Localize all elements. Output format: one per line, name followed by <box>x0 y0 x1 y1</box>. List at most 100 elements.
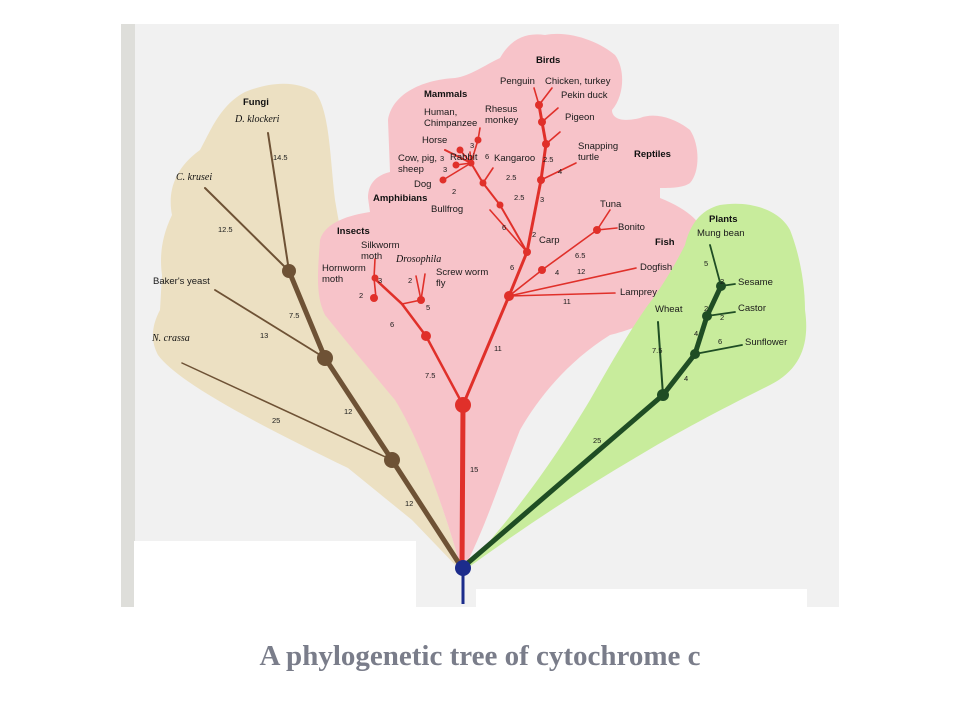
plant-mung-bean-branch <box>709 244 722 287</box>
cow-node <box>452 161 460 169</box>
label-sesame: Sesame <box>738 277 773 288</box>
fish-dogfish-branch <box>508 267 637 297</box>
duck-node <box>538 118 546 126</box>
vert-num-15: 15 <box>470 465 478 474</box>
fungi-num-14-5: 14.5 <box>273 153 288 162</box>
root-node <box>455 560 471 576</box>
group-label-fish: Fish <box>655 237 675 248</box>
fungi-node-1 <box>282 264 296 278</box>
group-label-insects: Insects <box>337 226 370 237</box>
label-rabbit: Rabbit <box>450 152 478 163</box>
vert-num-6a: 6 <box>485 152 489 161</box>
label-d-klockeri: D. klockeri <box>234 114 280 125</box>
vert-num-2-5b: 2.5 <box>506 173 516 182</box>
plant-num-25: 25 <box>593 436 601 445</box>
label-rhesus-2: monkey <box>485 115 519 126</box>
label-tuna: Tuna <box>600 199 622 210</box>
label-pigeon: Pigeon <box>565 112 595 123</box>
carp-node <box>523 248 531 256</box>
label-penguin: Penguin <box>500 76 535 87</box>
plant-node-1 <box>657 389 669 401</box>
animal-insect-trunk <box>372 276 465 407</box>
fungi-d-klockeri-branch <box>267 132 290 272</box>
plant-num-4a: 4 <box>694 329 698 338</box>
label-bakers-yeast: Baker's yeast <box>153 276 210 287</box>
group-label-amphibians: Amphibians <box>373 193 427 204</box>
group-label-reptiles: Reptiles <box>634 149 671 160</box>
label-snapping: Snapping <box>578 141 618 152</box>
placental-node <box>467 159 475 167</box>
vert-num-3c: 3 <box>540 195 544 204</box>
plant-num-6: 6 <box>718 337 722 346</box>
label-human-2: Chimpanzee <box>424 118 477 129</box>
label-chicken-turkey: Chicken, turkey <box>545 76 611 87</box>
fungi-num-12-5: 12.5 <box>218 225 233 234</box>
label-bullfrog: Bullfrog <box>431 204 463 215</box>
plant-sunflower-branch <box>694 344 743 355</box>
fungi-bakers-yeast-branch <box>214 289 326 359</box>
mask-right <box>476 589 807 607</box>
label-c-krusei: C. krusei <box>176 172 212 183</box>
fish-node <box>538 266 546 274</box>
label-sunflower: Sunflower <box>745 337 787 348</box>
label-bonito: Bonito <box>618 222 645 233</box>
label-wheat: Wheat <box>655 304 683 315</box>
group-label-birds: Birds <box>536 55 560 66</box>
vertebrate-node <box>504 291 514 301</box>
plant-region <box>462 203 807 572</box>
plant-num-4b: 4 <box>684 374 688 383</box>
fungi-num-25: 25 <box>272 416 280 425</box>
kangaroo-node <box>479 179 487 187</box>
label-hornworm: Hornworm <box>322 263 366 274</box>
horse-node <box>456 146 464 154</box>
insect-node-1 <box>421 331 431 341</box>
pigeon-node <box>542 140 550 148</box>
fungi-node-2 <box>317 350 333 366</box>
insect-num-5: 5 <box>426 303 430 312</box>
vert-num-2-5c: 2.5 <box>514 193 524 202</box>
fungi-n-crassa-branch <box>181 362 393 461</box>
vert-num-11a: 11 <box>563 297 571 306</box>
label-human: Human, <box>424 107 457 118</box>
fungi-trunk <box>286 268 465 571</box>
label-dogfish: Dogfish <box>640 262 672 273</box>
label-n-crassa: N. crassa <box>151 333 190 344</box>
animal-region <box>317 33 705 572</box>
vert-num-2-5a: 2.5 <box>543 155 553 164</box>
plant-num-2a: 2 <box>720 277 724 286</box>
insect-num-2a: 2 <box>359 291 363 300</box>
insect-num-7-5: 7.5 <box>425 371 435 380</box>
vert-num-4b: 4 <box>555 268 559 277</box>
group-label-fungi: Fungi <box>243 97 269 108</box>
vert-num-6b: 6 <box>502 223 506 232</box>
fungi-node-3 <box>384 452 400 468</box>
label-screw-worm: Screw worm <box>436 267 488 278</box>
label-kangaroo: Kangaroo <box>494 153 535 164</box>
amphibian-bullfrog-branch <box>489 209 528 253</box>
fish-lamprey-branch <box>508 292 616 297</box>
vert-num-12: 12 <box>577 267 585 276</box>
label-carp: Carp <box>539 235 560 246</box>
label-castor: Castor <box>738 303 766 314</box>
label-mung-bean: Mung bean <box>697 228 745 239</box>
fungi-num-12a: 12 <box>344 407 352 416</box>
fungi-nodes <box>282 264 400 468</box>
vert-num-6c: 6 <box>510 263 514 272</box>
vert-num-3c-dup: 3 <box>443 165 447 174</box>
fish-carp-branch <box>508 209 611 297</box>
vert-num-2a: 2 <box>452 187 456 196</box>
vert-num-3a: 3 <box>470 141 474 150</box>
plant-num-5: 5 <box>704 259 708 268</box>
fungi-c-krusei-branch <box>204 187 290 272</box>
insect-num-2b: 2 <box>408 276 412 285</box>
label-lamprey: Lamprey <box>620 287 657 298</box>
turtle-node <box>537 176 545 184</box>
insect-node-2 <box>417 296 425 304</box>
vert-num-2b: 2 <box>532 230 536 239</box>
vert-num-11b: 11 <box>494 344 502 353</box>
insect-node-3 <box>370 294 378 302</box>
plant-node-3 <box>702 311 712 321</box>
label-horse: Horse <box>422 135 447 146</box>
figure-caption: A phylogenetic tree of cytochrome c <box>259 640 701 672</box>
